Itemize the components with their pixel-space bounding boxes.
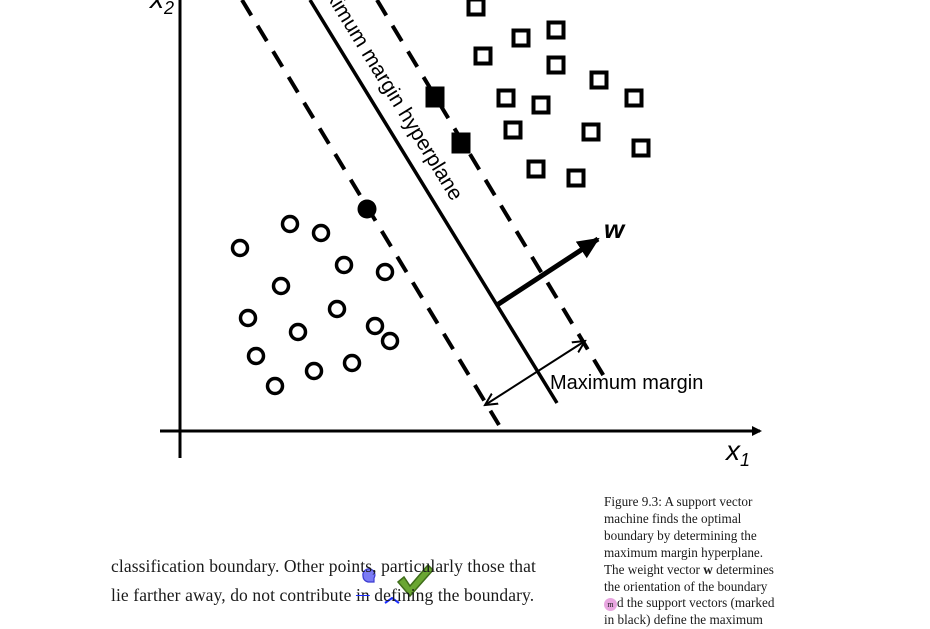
class-square-point: [503, 120, 523, 140]
class-circle-point: [380, 331, 400, 351]
class-circle-point: [271, 276, 291, 296]
class-square-point: [581, 122, 601, 142]
class-circle-point: [280, 214, 300, 234]
support-vector-square: [451, 132, 471, 154]
body-text: classification boundary. Other points, p…: [111, 552, 581, 610]
support-vector-circle: [357, 199, 377, 219]
caption-line: maximum margin hyperplane.: [604, 544, 764, 560]
body-line-part: defining the boundary.: [374, 585, 535, 605]
class-circle-point: [375, 262, 395, 282]
caption-line: machine finds the optimal: [604, 510, 742, 526]
margin-arrow: [485, 341, 585, 405]
class-square-point: [526, 159, 546, 179]
class-square-point: [466, 0, 486, 17]
caption-line: the orientation of the boundary: [604, 578, 768, 594]
caption-line-part: The weight vector: [604, 561, 700, 577]
class-square-point: [589, 70, 609, 90]
figure-caption: Figure 9.3: A support vector machine fin…: [604, 494, 824, 629]
class-circle-point: [327, 299, 347, 319]
class-circle-point: [311, 223, 331, 243]
class-square-point: [624, 88, 644, 108]
insert-caret-icon[interactable]: [383, 597, 401, 605]
weight-vector-label: w: [604, 214, 626, 244]
caption-line: boundary by determining the: [604, 527, 757, 543]
class-circle-point: [246, 346, 266, 366]
weight-vector-arrow: [495, 236, 600, 308]
class-square-point: [496, 88, 516, 108]
class-square-point: [531, 95, 551, 115]
x2-axis-label: x2: [148, 0, 174, 18]
bold-w: w: [703, 561, 713, 577]
class-circle-point: [230, 238, 250, 258]
class-square-point: [511, 28, 531, 48]
caption-line: The weight vector w determines: [604, 562, 824, 579]
caption-line: Figure 9.3: A support vector: [604, 494, 753, 509]
margin-label: Maximum margin: [550, 372, 703, 394]
caption-line-part: d the support vectors (marked: [617, 595, 775, 611]
hyperplane-line: [308, 0, 559, 404]
struck-word: in: [355, 585, 370, 605]
class-square-point: [566, 168, 586, 188]
body-line: classification boundary. Other points, p…: [111, 556, 536, 576]
support-vector-square: [425, 86, 445, 108]
class-square-point: [546, 55, 566, 75]
class-square-point: [473, 46, 493, 66]
body-line: lie farther away, do not contribute in d…: [111, 581, 581, 610]
class-square-point: [631, 138, 651, 158]
x1-axis-label: x1: [724, 435, 750, 470]
class-circle-point: [334, 255, 354, 275]
class-circle-point: [304, 361, 324, 381]
class-circle-point: [288, 322, 308, 342]
comment-pin-icon[interactable]: [360, 566, 378, 586]
checkmark-icon[interactable]: [395, 562, 435, 600]
class-circle-point: [238, 308, 258, 328]
class-square-point: [546, 20, 566, 40]
comment-marker-icon[interactable]: m: [604, 597, 617, 611]
svm-figure: x1 x2 Maximum margin hyperplane w Maximu…: [148, 0, 762, 470]
right-margin-line: [375, 0, 607, 380]
caption-line-part: determines: [716, 561, 774, 577]
class-circle-point: [342, 353, 362, 373]
class-circle-point: [365, 316, 385, 336]
caption-line: in black) define the maximum: [604, 612, 763, 628]
class-circle-point: [265, 376, 285, 396]
body-line-part: lie farther away, do not contribute: [111, 585, 352, 605]
